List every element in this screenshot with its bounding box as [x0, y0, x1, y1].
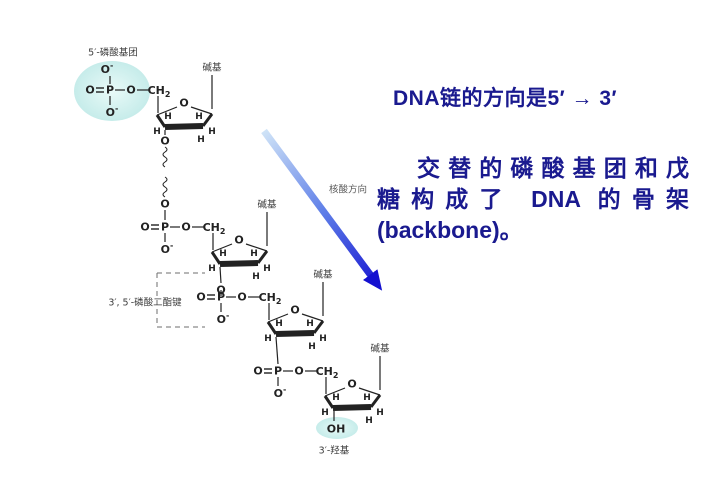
bond	[323, 395, 335, 409]
atom-label: OH	[327, 423, 346, 436]
o-minus-label: O-	[274, 385, 287, 400]
atom-label: H	[264, 334, 272, 344]
atom-label: H	[153, 127, 161, 137]
bond	[164, 123, 204, 130]
phosphodiester-bond-label: 3′, 5′-磷酸二酯键	[108, 297, 182, 309]
atom-label: O	[253, 365, 262, 378]
atom-label: H	[376, 408, 384, 418]
chain-break-squiggle	[162, 176, 168, 198]
atom-label: H	[208, 264, 216, 274]
page-title: DNA链的方向是5′ → 3′	[393, 87, 618, 110]
o-minus-label: O-	[161, 241, 174, 256]
atom-label: H	[308, 342, 316, 352]
hydroxyl-highlight	[316, 417, 358, 439]
ch2-label: CH2	[203, 221, 226, 236]
bond	[219, 260, 259, 267]
atom-label: H	[208, 127, 216, 137]
bond	[275, 336, 279, 365]
bond	[156, 106, 178, 116]
atom-label: H	[195, 112, 203, 122]
nucleic-acid-direction-label: 核酸方向	[329, 184, 367, 196]
bond	[332, 404, 372, 411]
atom-label: O	[179, 97, 188, 110]
atom-label: H	[164, 112, 172, 122]
base-label: 碱基	[313, 269, 333, 281]
atom-label: H	[332, 393, 340, 403]
ch2-label: CH2	[259, 291, 282, 306]
paragraph-line: (backbone)。	[377, 217, 523, 243]
atom-label: O	[347, 378, 356, 391]
direction-arrow	[261, 128, 383, 291]
atom-label: H	[250, 249, 258, 259]
ch2-label: CH2	[316, 365, 339, 380]
atom-label: O	[237, 291, 246, 304]
atom-label: H	[275, 319, 283, 329]
hydroxyl-label: 3′-羟基	[319, 445, 350, 457]
atom-label: O	[294, 365, 303, 378]
bond	[275, 330, 315, 337]
paragraph-line: 糖构成了 DNA 的骨架	[377, 186, 689, 212]
atom-label: O	[290, 304, 299, 317]
base-label: 碱基	[370, 343, 390, 355]
atom-label: H	[219, 249, 227, 259]
bond	[245, 243, 268, 252]
atom-label: O	[234, 234, 243, 247]
atom-label: P	[161, 221, 169, 234]
atom-label: O	[181, 221, 190, 234]
bond	[324, 387, 346, 397]
o-minus-label: O-	[217, 311, 230, 326]
atom-label: O	[126, 84, 135, 97]
atom-label: O	[160, 198, 169, 211]
bond	[266, 321, 278, 335]
atom-label: O	[140, 221, 149, 234]
phosphate-group-label: 5′-磷酸基团	[88, 47, 138, 59]
atom-label: O	[85, 84, 94, 97]
chain-break-squiggle	[162, 146, 168, 168]
ch2-label: CH2	[148, 84, 171, 99]
o-minus-label: O-	[106, 104, 119, 119]
bond	[256, 250, 269, 264]
bond	[267, 313, 289, 323]
atom-label: H	[321, 408, 329, 418]
atom-label: P	[274, 365, 282, 378]
atom-label: P	[106, 84, 114, 97]
atom-label: O	[160, 135, 169, 148]
atom-label: H	[306, 319, 314, 329]
bond	[358, 387, 381, 396]
bond	[301, 313, 324, 322]
bond	[190, 106, 213, 115]
bond	[155, 114, 167, 128]
atom-label: H	[319, 334, 327, 344]
bond	[210, 251, 222, 265]
phosphate-group-highlight	[74, 61, 150, 121]
atom-label: H	[365, 416, 373, 426]
atom-label: H	[363, 393, 371, 403]
bond	[211, 243, 233, 253]
atom-label: H	[197, 135, 205, 145]
bond	[201, 113, 214, 127]
bond	[312, 320, 325, 334]
atom-label: H	[252, 272, 260, 282]
atom-label: P	[217, 291, 225, 304]
paragraph-line: 交替的磷酸基团和戊	[417, 155, 689, 181]
phosphodiester-dashed-box	[156, 272, 205, 328]
o-minus-label: O-	[101, 61, 114, 76]
bond	[219, 266, 222, 284]
bond	[369, 394, 382, 408]
atom-label: H	[263, 264, 271, 274]
base-label: 碱基	[257, 199, 277, 211]
atom-label: O	[196, 291, 205, 304]
slide-paragraph: 交替的磷酸基团和戊 糖构成了 DNA 的骨架 (backbone)。	[377, 153, 689, 246]
base-label: 碱基	[202, 62, 222, 74]
